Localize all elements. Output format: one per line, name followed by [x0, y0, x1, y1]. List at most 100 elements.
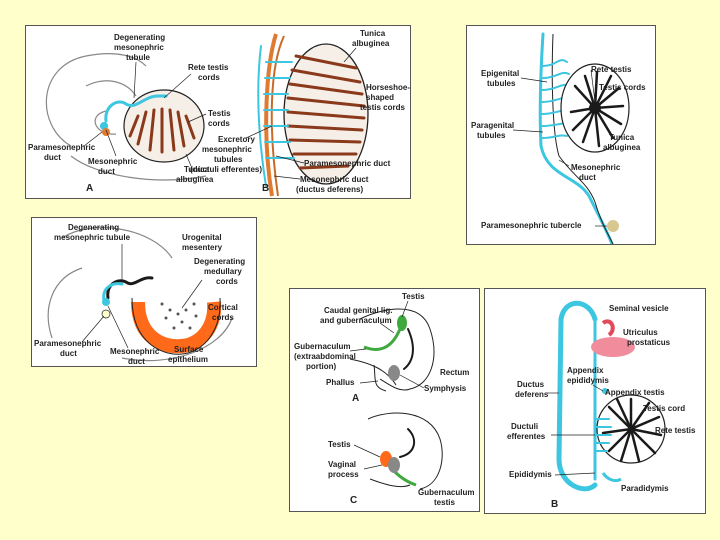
label-tubule: tubule	[126, 53, 151, 62]
label-testis-gt: testis	[434, 498, 455, 507]
label-rete-testis-tr: Rete testis	[591, 65, 632, 74]
ductus-deferens-br	[556, 300, 598, 492]
label-duct-tr: duct	[579, 173, 596, 182]
label-mesonephric-b: Mesonephric duct	[300, 175, 369, 184]
label-ductuli-efferentes: (ductuli efferentes)	[190, 165, 262, 174]
testis-cords-br	[601, 397, 663, 463]
label-degenerating-med: Degenerating	[194, 257, 245, 266]
label-symphysis: Symphysis	[424, 384, 467, 393]
label-appendix-testis: Appendix testis	[605, 388, 665, 397]
label-testis-cords-tr: Testis cords	[599, 83, 646, 92]
label-shaped: shaped	[366, 93, 394, 102]
diagram-epigenital: Rete testis Epigenital tubules Testis co…	[471, 32, 646, 244]
label-paramesonephric-ov: Paramesonephric	[34, 339, 102, 348]
paramesonephric-duct-a-circle	[102, 128, 110, 136]
label-paramesonephric-tubercle: Paramesonephric tubercle	[481, 221, 582, 230]
label-mesonephric-ov: Mesonephric	[110, 347, 160, 356]
panel-ovary-development: Degenerating mesonephric tubule Urogenit…	[31, 217, 257, 367]
label-mesentery: mesentery	[182, 243, 223, 252]
gubernaculum-a	[363, 328, 402, 351]
testis-a	[123, 89, 205, 163]
label-horseshoe: Horseshoe-	[366, 83, 410, 92]
label-urogenital: Urogenital	[182, 233, 222, 242]
label-cords-a: cords	[208, 119, 230, 128]
label-excretory-mesonephric: mesonephric	[202, 145, 252, 154]
label-cortical: Cortical	[208, 303, 238, 312]
rete-testis-tr	[589, 102, 601, 114]
label-tubules-tr2: tubules	[477, 131, 506, 140]
label-seminal-vesicle: Seminal vesicle	[609, 304, 669, 313]
ductuli-efferentes-br	[594, 418, 612, 452]
diagram-descent: Testis Caudal genital lig. and gubernacu…	[294, 292, 474, 507]
label-prostaticus: prostaticus	[627, 338, 671, 347]
label-caudal-genital: Caudal genital lig.	[324, 306, 392, 315]
label-rete-testis-cords: Rete testis	[188, 63, 229, 72]
label-cords-med: cords	[216, 277, 238, 286]
label-utriculus: Utriculus	[623, 328, 658, 337]
label-epididymis-br: Epididymis	[509, 470, 552, 479]
label-efferentes: efferentes	[507, 432, 546, 441]
panel-rete-testis-tubules: Rete testis Epigenital tubules Testis co…	[466, 25, 656, 245]
label-duct-a1: duct	[44, 153, 61, 162]
label-mesonephric: mesonephric	[114, 43, 164, 52]
mesonephric-duct-ov-circle	[102, 298, 110, 306]
paramesonephric-tubercle-tr	[607, 220, 619, 232]
paramesonephric-duct-b	[264, 33, 278, 197]
label-tunica-a: Tunica	[184, 165, 210, 174]
panel-testis-development-ab: Degenerating mesonephric tubule Rete tes…	[25, 25, 411, 199]
letter-a-bm: A	[352, 393, 359, 404]
cortical-cords-ring	[131, 301, 222, 354]
utriculus-br	[591, 337, 635, 357]
diagram-testis-ab: Degenerating mesonephric tubule Rete tes…	[28, 29, 410, 197]
letter-c-bm: C	[350, 495, 357, 506]
label-testis-bm-c: Testis	[328, 440, 351, 449]
label-cords-cort: cords	[212, 313, 234, 322]
label-albuginea-tr: albuginea	[603, 143, 641, 152]
letter-b-br: B	[551, 499, 558, 510]
label-paramesonephric-b: Paramesonephric duct	[304, 159, 391, 168]
label-paramesonephric-a: Paramesonephric	[28, 143, 96, 152]
label-epigenital: Epigenital	[481, 69, 519, 78]
label-epithelium: epithelium	[168, 355, 208, 364]
label-ductus-deferens: (ductus deferens)	[296, 185, 363, 194]
efferent-tubules-b	[263, 61, 295, 159]
label-appendix: Appendix	[567, 366, 604, 375]
label-extraabdominal: (extraabdominal	[294, 352, 356, 361]
medullary-cords-dots	[160, 302, 198, 330]
label-albuginea-a: albuginea	[176, 175, 214, 184]
panel-male-duct-system: Seminal vesicle Utriculus prostaticus Ap…	[484, 288, 706, 514]
label-epididymis-app: epididymis	[567, 376, 609, 385]
label-gubernaculum-bm: Gubernaculum	[294, 342, 350, 351]
label-ductuli: Ductuli	[511, 422, 538, 431]
label-paradidymis: Paradidymis	[621, 484, 669, 493]
label-tubules: tubules	[214, 155, 243, 164]
label-mesonephric-a: Mesonephric	[88, 157, 138, 166]
mesonephric-duct-tr	[538, 32, 614, 244]
testis-a-shape	[397, 315, 407, 331]
label-gubernaculum-testis: Gubernaculum	[418, 488, 474, 497]
label-excretory: Excretory	[218, 135, 255, 144]
symphysis-a	[388, 365, 400, 381]
diagram-male-ducts: Seminal vesicle Utriculus prostaticus Ap…	[507, 300, 696, 510]
label-tubule-ov: mesonephric tubule	[54, 233, 131, 242]
label-degenerating-ov: Degenerating	[68, 223, 119, 232]
label-tunica-b: Tunica	[360, 29, 386, 38]
diagram-ovary: Degenerating mesonephric tubule Urogenit…	[34, 223, 245, 366]
label-duct-ov1: duct	[60, 349, 77, 358]
label-degenerating: Degenerating	[114, 33, 165, 42]
panel-testis-descent: Testis Caudal genital lig. and gubernacu…	[289, 288, 480, 512]
label-rectum: Rectum	[440, 368, 469, 377]
label-rete-cords: cords	[198, 73, 220, 82]
letter-a: A	[86, 183, 93, 194]
label-testis-cord: Testis cord	[643, 404, 685, 413]
label-tunica-tr: Tunica	[609, 133, 635, 142]
label-ductus: Ductus	[517, 380, 545, 389]
label-duct-a2: duct	[98, 167, 115, 176]
label-testis-bm-a: Testis	[402, 292, 425, 301]
label-rete-testis-br: Rete testis	[655, 426, 696, 435]
label-mesonephric-tr: Mesonephric	[571, 163, 621, 172]
testis-cords-a	[128, 107, 196, 154]
label-and-gubernaculum: and gubernaculum	[320, 316, 392, 325]
label-surface: Surface	[174, 345, 204, 354]
label-tubules-tr1: tubules	[487, 79, 516, 88]
